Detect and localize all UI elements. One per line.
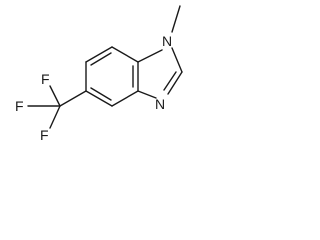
bond-n3-c3a: [137, 90, 157, 99]
atom-f-top-label: F: [41, 71, 50, 87]
bond-n1-c2: [171, 47, 183, 73]
bond-c5-c4: [85, 90, 113, 107]
atom-f-left-label: F: [15, 98, 24, 114]
bond-c5-c4-inner: [90, 87, 112, 101]
atom-n1-label: N: [162, 33, 172, 49]
atom-n3-label: N: [155, 96, 165, 112]
bond-c4-c3a: [111, 90, 139, 107]
bond-n1-methyl: [171, 5, 181, 33]
bond-c7a-n1: [137, 49, 163, 63]
bond-c2-n3-inner: [163, 71, 177, 91]
bond-cf3-f-top: [49, 85, 61, 107]
atom-f-bottom-label: F: [40, 127, 49, 143]
bond-c2-n3: [167, 71, 183, 95]
bond-c7-c6: [85, 46, 113, 63]
bond-c7-c6-inner: [90, 52, 112, 66]
bond-cf3-f-bottom: [49, 105, 61, 129]
structure-diagram: N N F F F: [15, 5, 183, 143]
bond-c5-cf3: [59, 90, 87, 107]
bond-c7a-c7: [111, 46, 139, 63]
